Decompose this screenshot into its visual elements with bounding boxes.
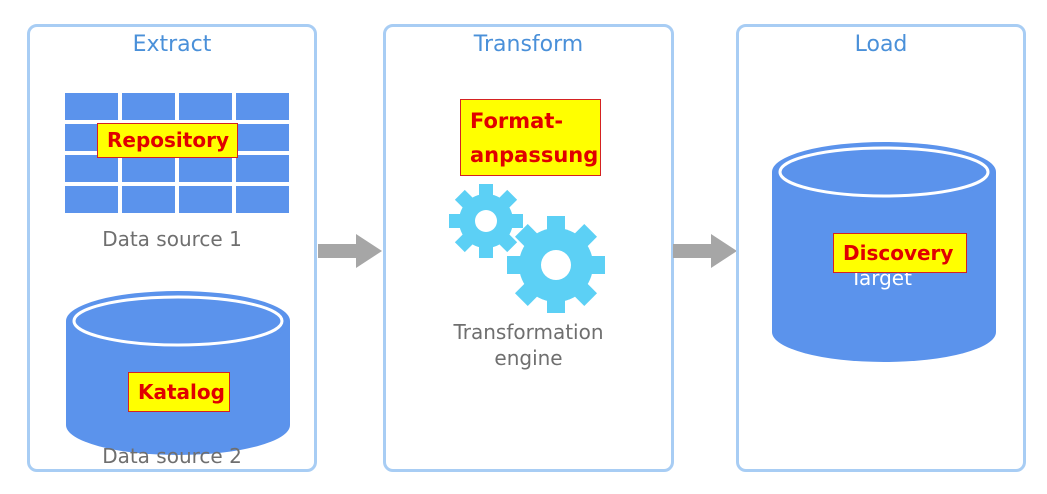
repository-overlay: Repository <box>97 123 238 158</box>
engine-label-line1: Transformation <box>453 320 604 344</box>
arrow-transform-to-load <box>673 234 737 268</box>
load-panel: Load Target Discovery <box>736 24 1026 472</box>
engine-label-line2: engine <box>494 346 563 370</box>
format-anpassung-overlay: Format- anpassung <box>460 99 601 176</box>
format-label-line2: anpassung <box>470 143 599 167</box>
data-source-2-label: Data source 2 <box>102 444 242 468</box>
transform-panel: Transform Format- anpassung <box>383 24 674 472</box>
gears-icon <box>449 184 605 313</box>
extract-panel: Extract Repository Data source 1 Katalog… <box>27 24 317 472</box>
format-label-line1: Format- <box>470 109 564 133</box>
discovery-overlay: Discovery <box>833 233 967 273</box>
katalog-overlay: Katalog <box>128 372 230 412</box>
extract-title: Extract <box>132 32 212 57</box>
arrow-extract-to-transform <box>318 234 382 268</box>
transform-title: Transform <box>473 32 584 57</box>
data-source-1-table-icon <box>65 93 289 213</box>
data-source-1-label: Data source 1 <box>102 227 242 251</box>
load-title: Load <box>854 32 908 57</box>
